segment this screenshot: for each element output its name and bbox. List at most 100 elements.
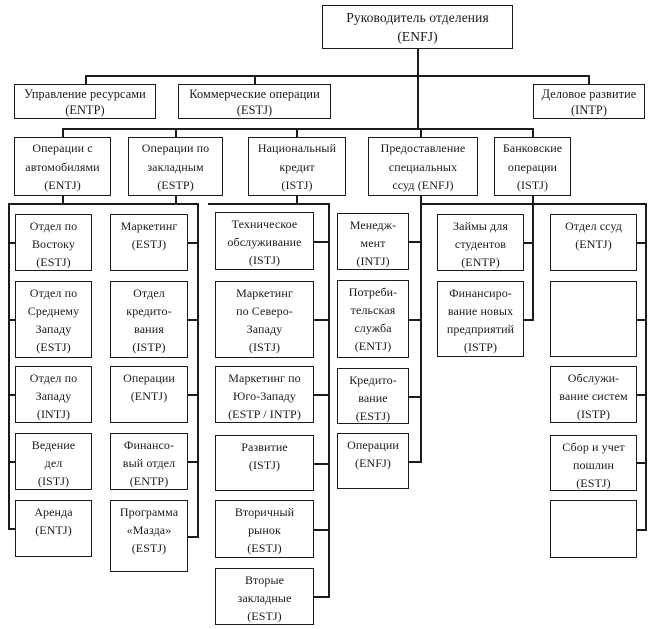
org-node-text-line: (ESTJ): [36, 340, 71, 354]
org-node-text-line: (INTJ): [356, 254, 390, 268]
org-node-c2-5: Программа«Мазда»(ESTJ): [110, 500, 188, 572]
org-node-text-line: (ISTP): [463, 340, 498, 354]
connector-line: [8, 394, 17, 396]
org-node-text-line: (ESTJ): [247, 609, 282, 623]
org-node-text-line: Востоку: [31, 237, 76, 251]
org-node-text-line: (ESTJ): [247, 541, 282, 555]
org-node-text-line: Отдел по: [29, 371, 78, 385]
connector-line: [188, 394, 199, 396]
connector-line: [8, 242, 17, 244]
connector-line: [8, 203, 10, 529]
org-node-text-line: Менедж-: [349, 218, 397, 232]
org-node-text-line: ссуд (ENFJ): [392, 178, 454, 192]
connector-line: [296, 195, 298, 204]
org-node-text-line: (ESTJ): [576, 476, 611, 490]
org-node-text-line: вый отдел: [122, 456, 176, 470]
connector-line: [645, 203, 647, 530]
org-node-text-line: Западу: [35, 322, 72, 336]
org-node-text-line: вание систем: [559, 389, 628, 403]
connector-line: [523, 319, 534, 321]
org-node-c1-5: Аренда(ENTJ): [15, 500, 92, 557]
org-node-r2-resources: Управление ресурсами(ENTP): [14, 84, 156, 119]
org-node-text-line: (ESTP): [157, 178, 194, 192]
org-node-text-line: Потреби-: [348, 285, 398, 299]
org-node-text-line: (ISTJ): [37, 474, 70, 488]
org-node-c4-4: Операции(ENFJ): [337, 433, 409, 489]
connector-line: [328, 203, 330, 598]
org-node-text-line: Маркетинг по: [228, 371, 301, 385]
connector-line: [636, 462, 647, 464]
org-node-text-line: (ENTJ): [130, 389, 168, 403]
org-node-text-line: (ISTJ): [248, 253, 281, 267]
org-node-text-line: (ISTJ): [281, 178, 313, 192]
org-node-text-line: специальных: [388, 159, 458, 174]
connector-line: [175, 128, 177, 138]
connector-line: [588, 75, 590, 85]
org-node-text-line: Финансиро-: [449, 286, 512, 300]
connector-line: [408, 396, 422, 398]
connector-line: [313, 463, 330, 465]
connector-line: [175, 195, 177, 204]
org-node-text-line: пошлин: [572, 458, 615, 472]
org-node-text-line: студентов: [454, 237, 507, 251]
org-node-text-line: Вторичный: [234, 505, 295, 519]
org-node-text-line: Сбор и учет: [562, 440, 625, 454]
org-node-text-line: (ESTP / INTP): [228, 407, 301, 421]
org-node-text-line: тельская: [350, 303, 396, 317]
org-node-text-line: закладные: [237, 591, 292, 605]
org-node-text-line: Техническое: [231, 217, 298, 231]
org-node-text-line: (ISTJ): [248, 340, 281, 354]
connector-line: [532, 203, 534, 320]
org-node-text-line: Среднему: [27, 304, 80, 318]
org-node-text-line: «Мазда»: [126, 523, 172, 537]
org-node-text-line: (ESTJ): [131, 237, 167, 251]
org-node-text-line: Маркетинг: [120, 219, 178, 233]
connector-line: [532, 128, 534, 138]
org-node-r2-commercial: Коммерческие операции(ESTJ): [178, 84, 331, 119]
org-node-text-line: (ESTJ): [36, 255, 71, 269]
org-node-text-line: вания: [134, 322, 164, 336]
org-node-text-line: Западу: [35, 389, 72, 403]
org-node-text-line: Аренда: [34, 505, 73, 519]
org-node-text-line: Вторые: [244, 573, 285, 587]
org-node-head: Руководитель отделения(ENFJ): [322, 5, 513, 49]
org-node-text-line: Деловое развитие: [541, 87, 637, 101]
org-node-text-line: закладным: [147, 159, 204, 174]
connector-line: [188, 461, 199, 463]
org-node-text-line: (ENTP): [65, 103, 105, 117]
org-node-text-line: Кредито-: [349, 373, 397, 387]
connector-line: [8, 461, 17, 463]
connector-line: [636, 319, 647, 321]
connector-line: [417, 48, 419, 129]
org-node-text-line: (ENTP): [129, 474, 169, 488]
org-node-text-line: (ESTJ): [131, 541, 167, 555]
connector-line: [296, 128, 298, 138]
connector-line: [408, 461, 422, 463]
connector-line: [636, 242, 647, 244]
org-node-text-line: Отдел по: [29, 286, 78, 300]
connector-line: [408, 241, 422, 243]
org-node-text-line: кредит: [279, 159, 315, 174]
connector-line: [85, 75, 87, 85]
connector-line: [62, 195, 64, 204]
connector-line: [313, 241, 330, 243]
connector-line: [636, 529, 647, 531]
org-node-text-line: (ENTJ): [575, 237, 612, 251]
org-node-c3-4: Развитие(ISTJ): [215, 435, 314, 491]
org-node-text-line: вание: [358, 391, 388, 405]
